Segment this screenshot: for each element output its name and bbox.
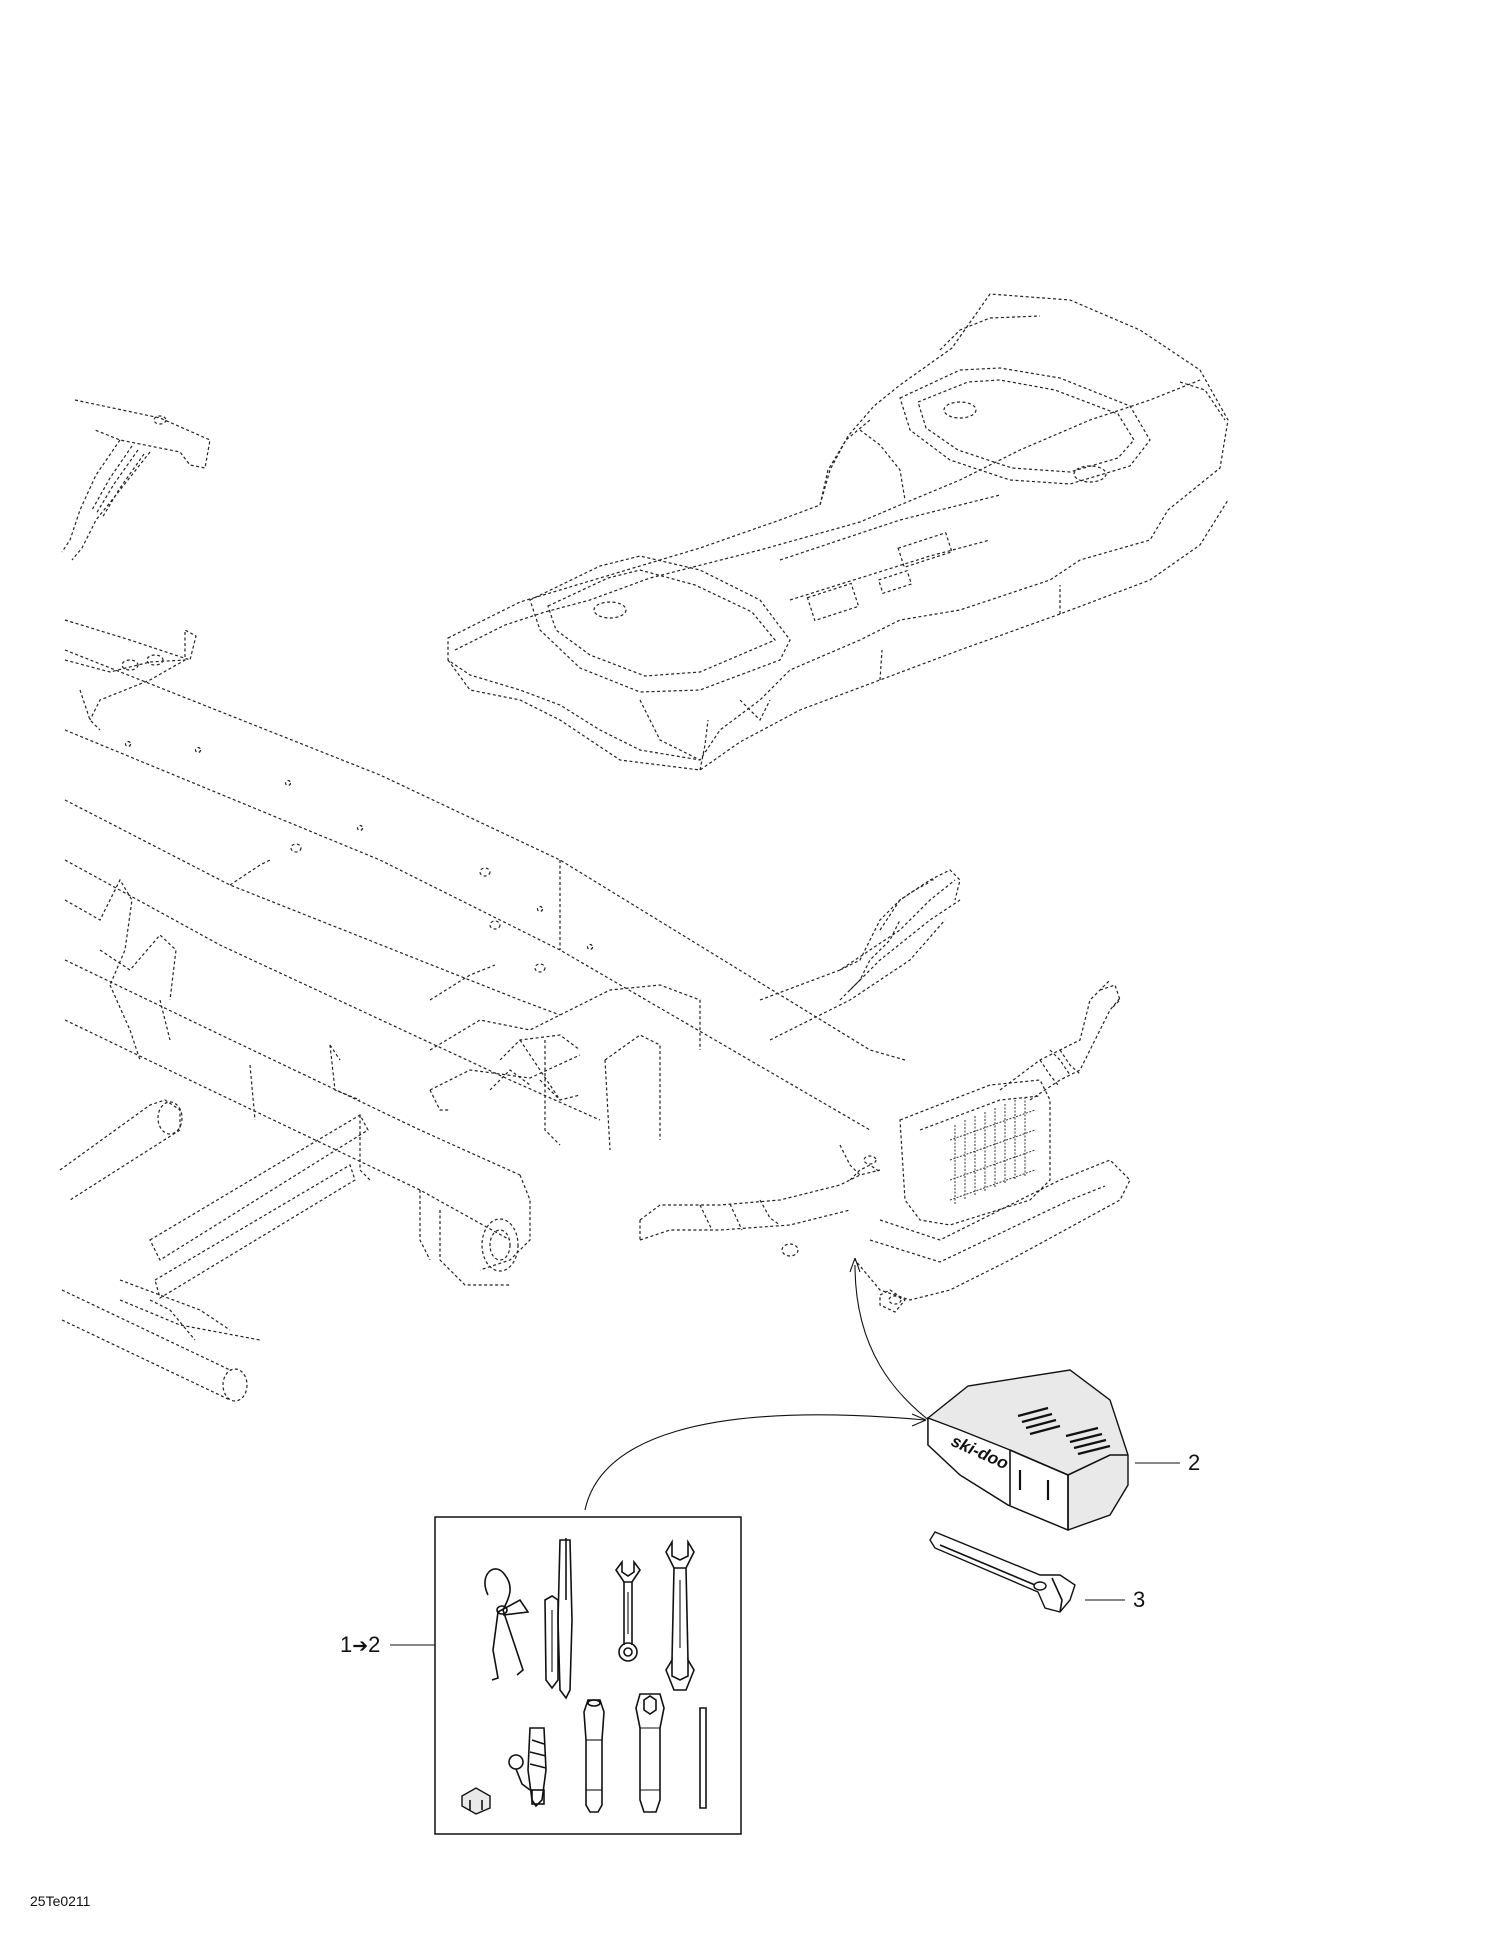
screwdriver-icon — [544, 1538, 573, 1700]
front-bracket-lower — [64, 619, 197, 731]
spark-plug-tester-icon — [508, 1727, 547, 1808]
open-end-wrench-icon — [615, 1559, 641, 1662]
frame-phantom — [59, 649, 1131, 1402]
combination-wrench-icon — [665, 1539, 695, 1691]
socket-wrench-small-icon — [583, 1699, 605, 1813]
leader-lines — [390, 1257, 1180, 1646]
callout-item-1-range: 1➔2 — [340, 1634, 380, 1656]
socket-wrench-large-icon — [635, 1693, 665, 1813]
callout-item-1: 1 — [340, 1632, 353, 1657]
tool-kit-bag: ski-doo — [927, 1369, 1129, 1532]
rod-icon — [699, 1707, 707, 1809]
fuse-icon — [461, 1787, 491, 1815]
rear-rack-phantom — [447, 293, 1229, 771]
illustration-reference-code: 25Te0211 — [30, 1893, 91, 1909]
callout-item-2: 2 — [1188, 1450, 1201, 1475]
callout-item-3: 3 — [1133, 1587, 1146, 1612]
callout-item-1-target: 2 — [368, 1632, 381, 1657]
tool-lever — [929, 1531, 1076, 1613]
tool-contents-box — [434, 1516, 742, 1835]
front-bracket-upper — [61, 399, 211, 561]
pliers-icon — [484, 1568, 530, 1681]
range-arrow-icon: ➔ — [352, 1635, 369, 1657]
